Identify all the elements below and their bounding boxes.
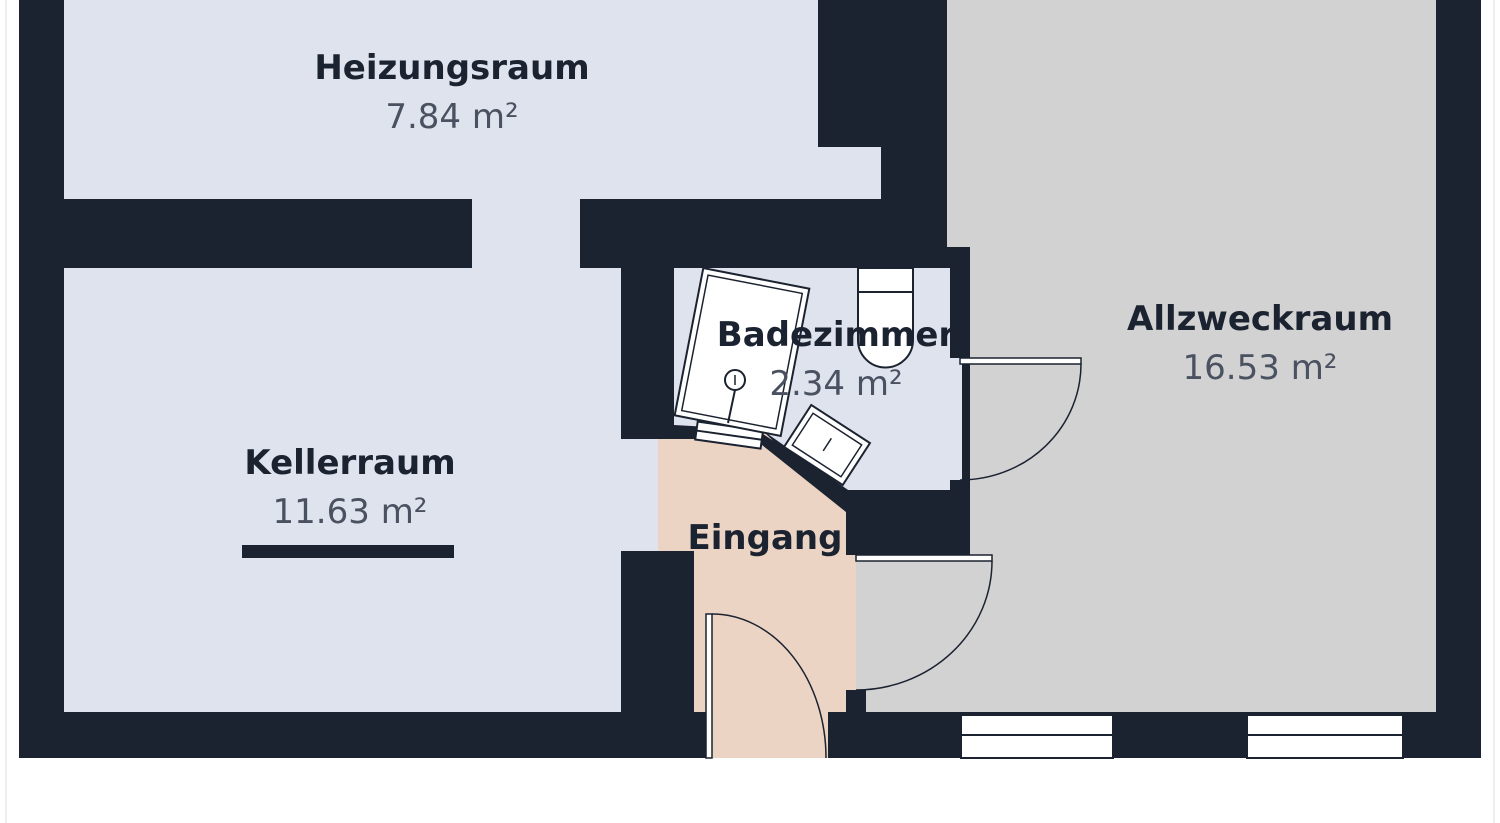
- room-heizungsraum: [64, 0, 881, 199]
- eingang-side-wall: [846, 490, 970, 555]
- window-allzweckraum-left: [960, 714, 1114, 759]
- toilet-icon: [857, 267, 914, 369]
- window-allzweckraum-right: [1246, 714, 1404, 759]
- room-area-kellerraum: 11.63 m²: [273, 492, 428, 532]
- room-area-badezimmer: 2.34 m²: [769, 364, 902, 404]
- room-label-badezimmer: Badezimmer: [717, 315, 956, 355]
- sink-icon: [782, 403, 872, 487]
- room-label-allzweckraum: Allzweckraum: [1127, 299, 1393, 339]
- room-label-eingang: Eingang: [688, 518, 843, 558]
- door-allzweckraum-lower[interactable]: [855, 554, 993, 691]
- door-allzweckraum-upper[interactable]: [959, 357, 1082, 481]
- room-allzweckraum: [856, 0, 1436, 712]
- room-label-heizungsraum: Heizungsraum: [314, 48, 589, 88]
- room-kellerraum: [64, 199, 658, 712]
- eingang-lower-wall: [846, 690, 866, 712]
- door-entrance[interactable]: [705, 613, 827, 759]
- room-area-heizungsraum: 7.84 m²: [385, 97, 518, 137]
- room-label-kellerraum: Kellerraum: [244, 443, 455, 483]
- kellerraum-wall-bar: [242, 545, 454, 558]
- shower-tray-icon: [673, 266, 811, 438]
- room-area-allzweckraum: 16.53 m²: [1183, 348, 1338, 388]
- shower-head-icon: [724, 369, 746, 424]
- eingang-bath-wall: [760, 432, 848, 512]
